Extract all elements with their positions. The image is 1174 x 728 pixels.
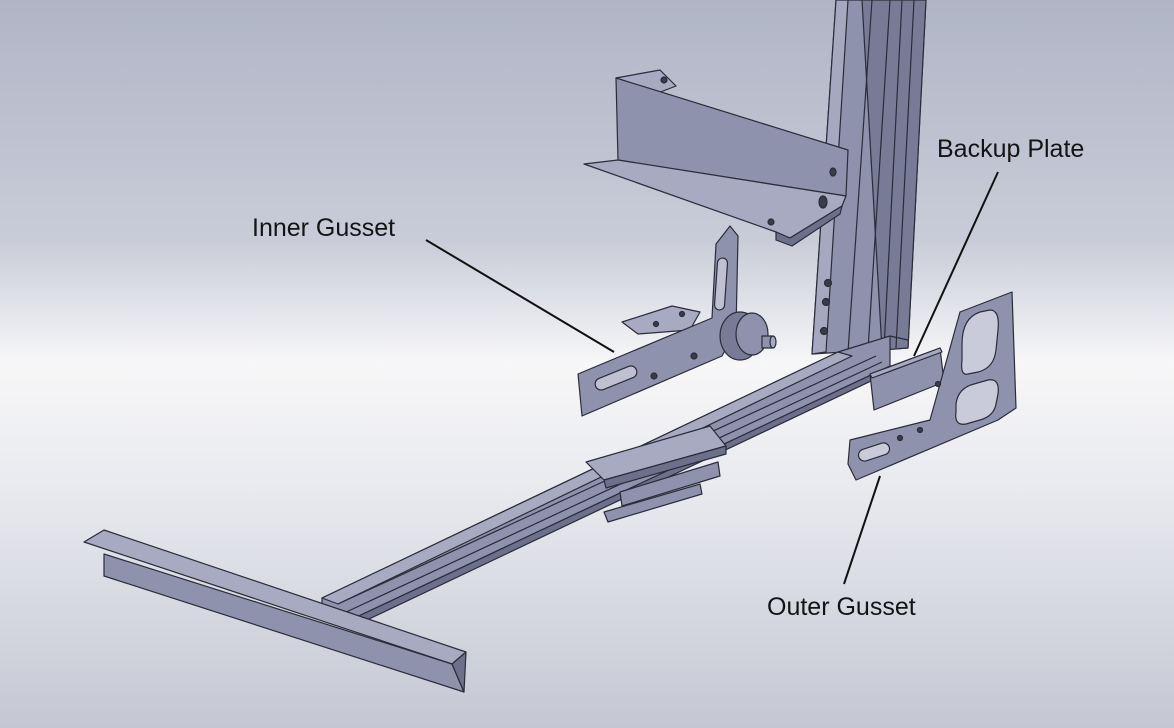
outer-gusset-part [847, 291, 1017, 481]
label-inner-gusset: Inner Gusset [252, 214, 396, 242]
leader-line-inner-gusset [425, 239, 615, 353]
leader-line-backup-plate [913, 171, 999, 357]
front-foot-angle [83, 529, 467, 693]
inner-gusset-part [577, 225, 739, 417]
top-angle-bracket [583, 69, 849, 247]
roller-spacer [719, 311, 777, 361]
label-backup-plate: Backup Plate [937, 135, 1085, 163]
slide-sleeve [585, 425, 727, 523]
vertical-post [811, 0, 927, 355]
leader-line-outer-gusset [843, 475, 881, 585]
label-outer-gusset: Outer Gusset [767, 593, 916, 621]
